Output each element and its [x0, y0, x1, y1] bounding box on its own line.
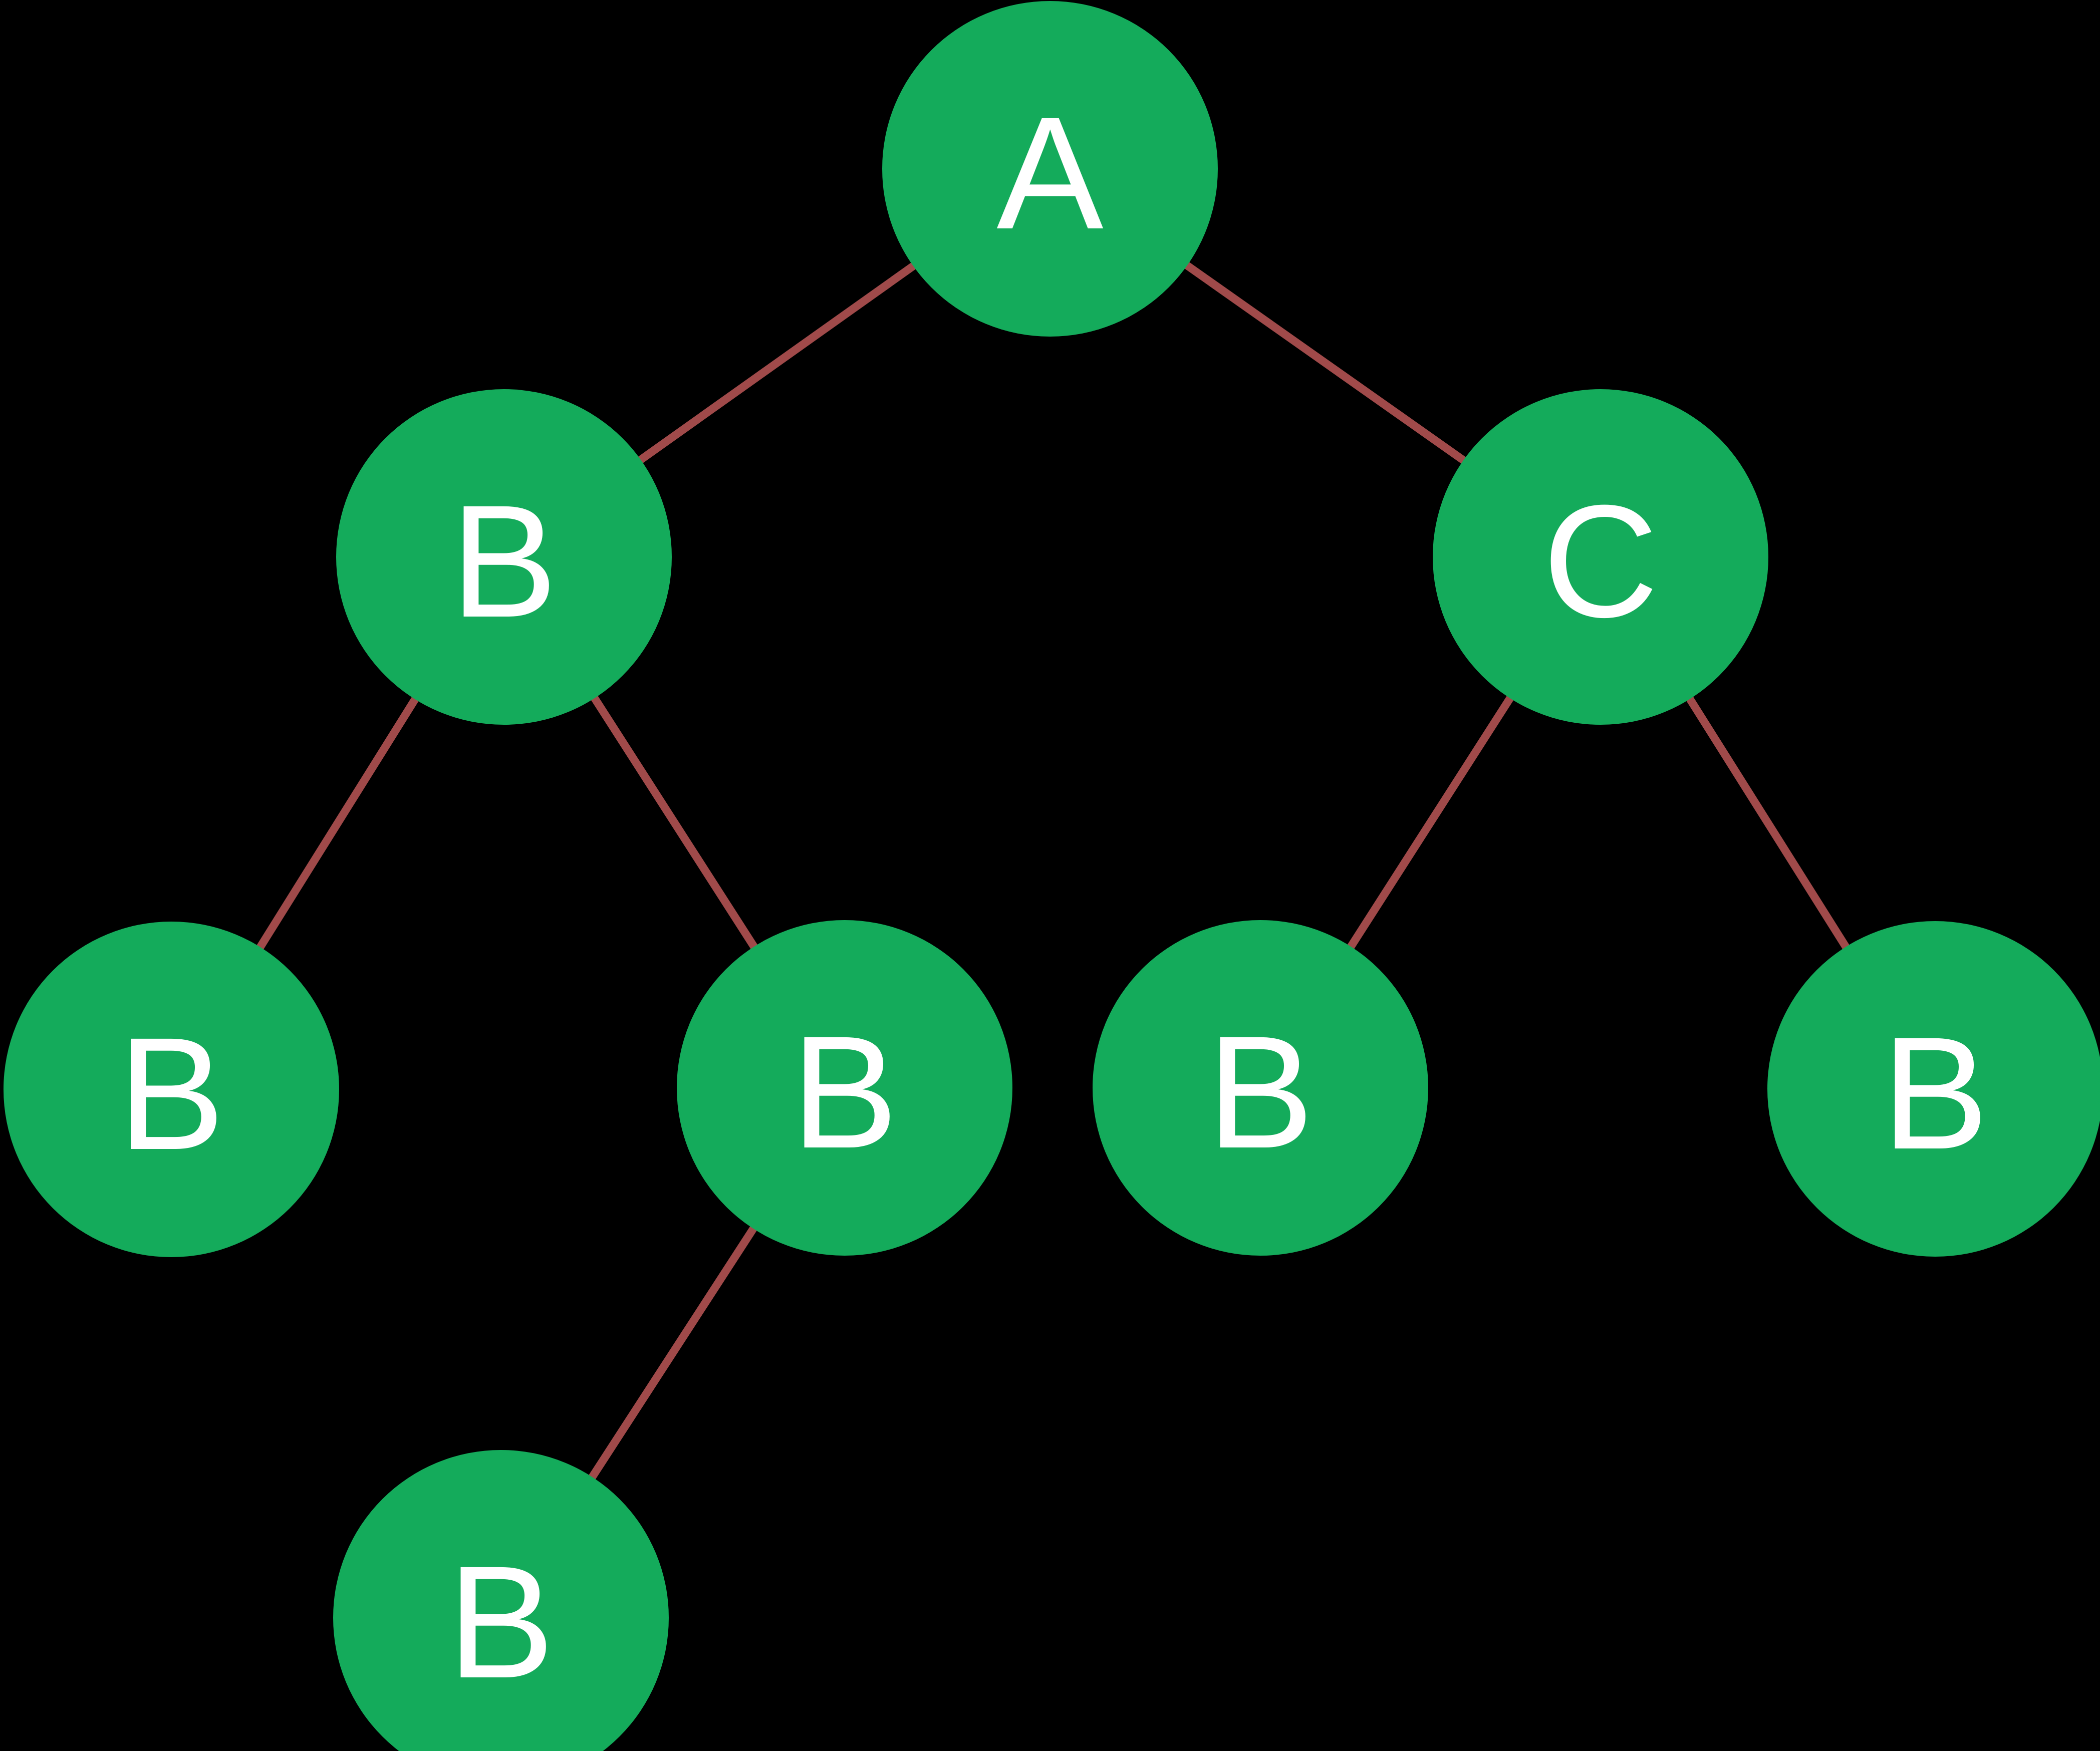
tree-edge: [1346, 693, 1515, 952]
tree-edge: [255, 694, 420, 952]
node-label: B: [118, 1004, 224, 1183]
tree-node-b-n3[interactable]: B: [4, 922, 339, 1257]
tree-node-b-n5[interactable]: B: [1093, 920, 1428, 1256]
node-label: B: [1207, 1002, 1314, 1182]
nodes-layer: A B C B B B B B: [4, 1, 2100, 1751]
node-label: B: [447, 1532, 554, 1711]
node-label: A: [996, 83, 1104, 262]
edges-layer: [255, 260, 1851, 1482]
node-label: B: [1882, 1003, 1988, 1183]
node-label: B: [450, 471, 557, 651]
node-circle[interactable]: [677, 920, 1012, 1256]
tree-edge: [589, 693, 759, 952]
node-circle[interactable]: [1433, 389, 1768, 725]
tree-node-b-n6[interactable]: B: [1767, 921, 2100, 1257]
tree-node-b-n4[interactable]: B: [677, 920, 1012, 1256]
tree-node-a-n0[interactable]: A: [882, 1, 1218, 337]
node-label: C: [1542, 471, 1658, 651]
node-label: B: [791, 1002, 898, 1182]
tree-edge: [1685, 694, 1851, 952]
node-circle[interactable]: [1093, 920, 1428, 1256]
node-circle[interactable]: [1767, 921, 2100, 1257]
tree-node-b-n7[interactable]: B: [333, 1450, 669, 1751]
tree-edge: [636, 261, 918, 465]
node-circle[interactable]: [882, 1, 1218, 337]
node-circle[interactable]: [4, 922, 339, 1257]
node-circle[interactable]: [336, 389, 672, 725]
tree-node-b-n1[interactable]: B: [336, 389, 672, 725]
tree-edge: [1182, 260, 1468, 465]
node-circle[interactable]: [333, 1450, 669, 1751]
tree-node-c-n2[interactable]: C: [1433, 389, 1768, 725]
tree-edge: [587, 1224, 758, 1482]
